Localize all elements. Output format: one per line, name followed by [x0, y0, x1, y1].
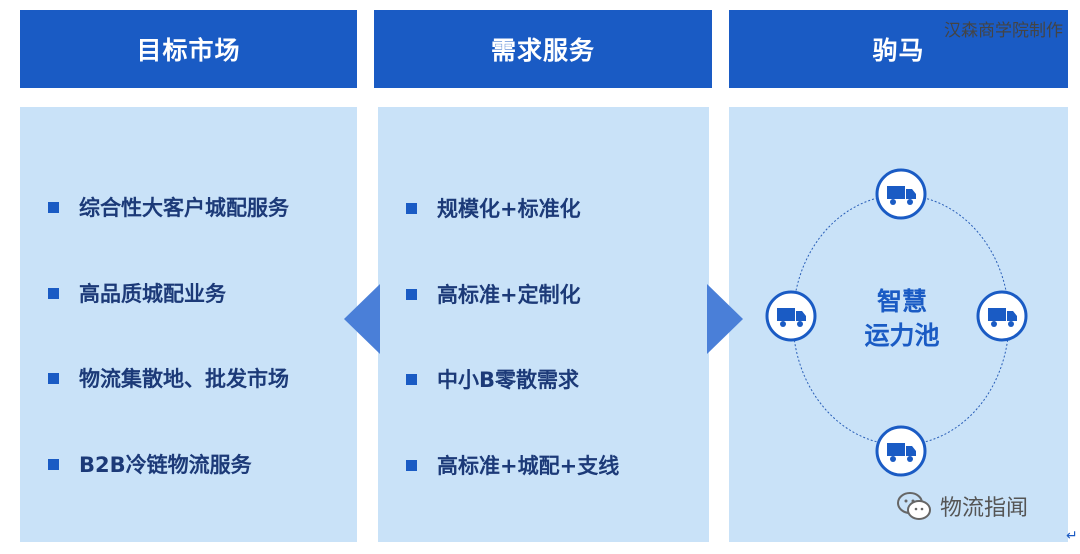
market-item: B2B冷链物流服务	[48, 449, 349, 479]
bullet-icon	[48, 287, 59, 299]
service-panel: 规模化+标准化 高标准+定制化 中小B零散需求 高标准+城配+支线	[378, 107, 709, 542]
truck-icon	[875, 425, 927, 477]
right-arrow-icon	[707, 284, 743, 354]
market-panel: 综合性大客户城配服务 高品质城配业务 物流集散地、批发市场 B2B冷链物流服务	[20, 107, 357, 542]
capacity-pool-line2: 运力池	[864, 321, 940, 350]
bullet-icon	[48, 201, 59, 213]
capacity-pool-label: 智慧 运力池	[842, 285, 962, 353]
bullet-icon	[406, 373, 417, 385]
service-item-label: 高标准+城配+支线	[437, 454, 620, 478]
bullet-icon	[48, 458, 59, 470]
service-item: 规模化+标准化	[406, 193, 701, 223]
bullet-icon	[406, 288, 417, 300]
truck-icon	[875, 168, 927, 220]
capacity-pool-line1: 智慧	[876, 287, 927, 316]
market-item: 高品质城配业务	[48, 278, 349, 308]
market-item: 综合性大客户城配服务	[48, 192, 349, 222]
header-demand-service-label: 需求服务	[490, 36, 595, 65]
market-item: 物流集散地、批发市场	[48, 363, 349, 393]
service-list: 规模化+标准化 高标准+定制化 中小B零散需求 高标准+城配+支线	[378, 107, 709, 542]
service-item-label: 中小B零散需求	[437, 368, 580, 392]
service-item-label: 规模化+标准化	[437, 197, 581, 221]
header-demand-service: 需求服务	[374, 10, 712, 88]
market-list: 综合性大客户城配服务 高品质城配业务 物流集散地、批发市场 B2B冷链物流服务	[20, 107, 357, 542]
brand-label: 物流指闻	[940, 496, 1029, 521]
truck-icon	[976, 290, 1028, 342]
market-item-label: 高品质城配业务	[79, 282, 226, 306]
brand-watermark: 物流指闻	[896, 490, 1028, 522]
service-item: 高标准+定制化	[406, 279, 701, 309]
market-item-label: 综合性大客户城配服务	[79, 196, 289, 220]
return-icon: ↵	[1066, 528, 1078, 544]
market-item-label: 物流集散地、批发市场	[79, 367, 289, 391]
market-item-label: B2B冷链物流服务	[79, 453, 252, 477]
header-juma-label: 驹马	[872, 36, 925, 65]
wechat-icon	[897, 492, 931, 520]
service-item-label: 高标准+定制化	[437, 283, 581, 307]
service-item: 中小B零散需求	[406, 364, 701, 394]
left-arrow-icon	[344, 284, 380, 354]
bullet-icon	[406, 202, 417, 214]
service-item: 高标准+城配+支线	[406, 450, 701, 480]
bullet-icon	[48, 372, 59, 384]
header-juma: 驹马	[729, 10, 1068, 88]
bullet-icon	[406, 459, 417, 471]
watermark: 汉森商学院制作	[944, 21, 1063, 41]
header-target-market-label: 目标市场	[136, 36, 241, 65]
truck-icon	[765, 290, 817, 342]
header-target-market: 目标市场	[20, 10, 357, 88]
